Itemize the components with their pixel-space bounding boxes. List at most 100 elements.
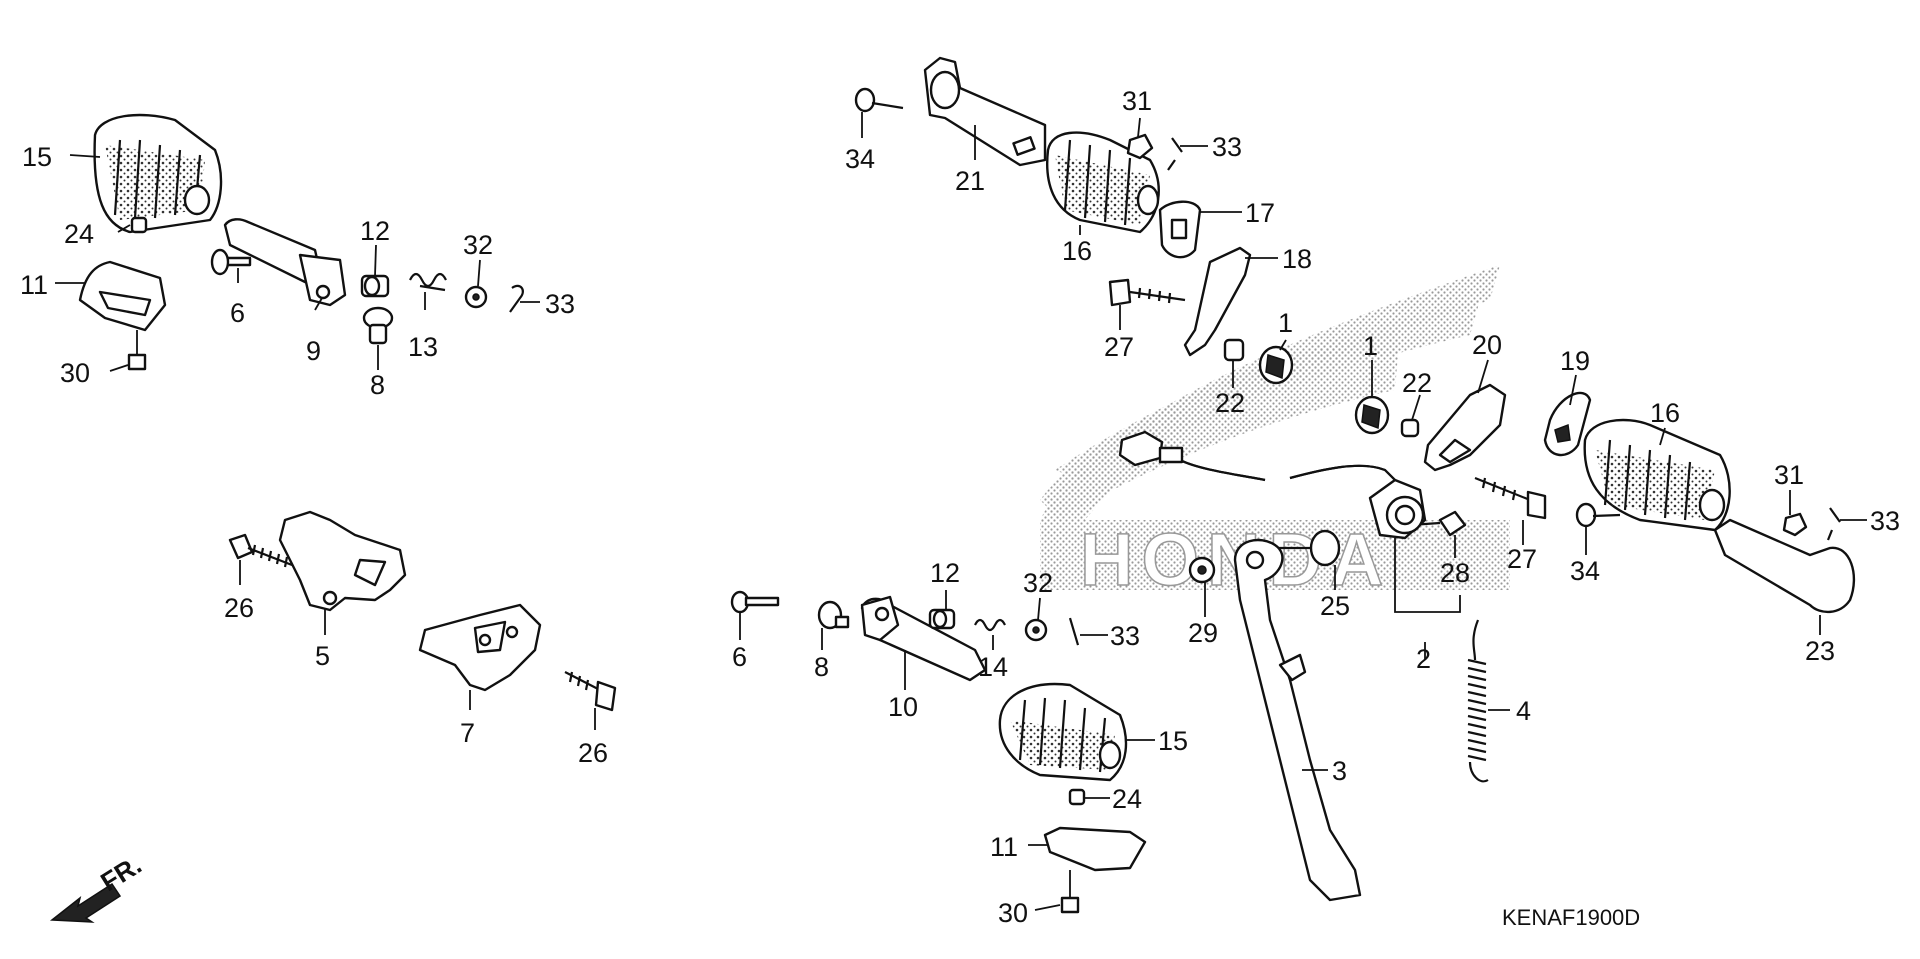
callout-1: 1	[1278, 308, 1293, 338]
callout-16: 16	[1062, 236, 1092, 266]
callout-26: 26	[224, 593, 254, 623]
flange-bolt	[228, 533, 293, 568]
peg-spring-plate	[1543, 391, 1592, 457]
callout-11: 11	[990, 832, 1018, 862]
spacer-collar	[928, 608, 956, 630]
side-stand	[1233, 538, 1362, 902]
callout-29: 29	[1188, 618, 1218, 648]
spacer-collar	[360, 274, 390, 298]
flange-bolt	[1108, 278, 1186, 307]
nut	[1782, 512, 1808, 537]
watermark-text: HONDA	[1080, 518, 1391, 601]
callout-32: 32	[463, 230, 493, 260]
cotter-pin	[1167, 137, 1183, 171]
peg-arm	[860, 595, 987, 682]
passenger-peg-rubber	[1583, 418, 1731, 532]
callout-28: 28	[1440, 558, 1470, 588]
passenger-peg-rubber	[1046, 131, 1160, 234]
callout-8: 8	[370, 370, 385, 400]
collar	[1223, 338, 1245, 362]
rubber-grommet	[1258, 345, 1294, 385]
honda-wing-watermark	[1040, 265, 1510, 590]
callout-9: 9	[306, 336, 321, 366]
callout-5: 5	[315, 641, 330, 671]
callout-16: 16	[1650, 398, 1680, 428]
callout-12: 12	[360, 216, 390, 246]
clevis-pin	[854, 87, 904, 113]
flange-bolt	[564, 671, 617, 712]
callout-15: 15	[1158, 726, 1188, 756]
callout-22: 22	[1215, 388, 1245, 418]
callout-24: 24	[1112, 784, 1142, 814]
callout-13: 13	[408, 332, 438, 362]
callout-31: 31	[1774, 460, 1804, 490]
pivot-pin	[730, 590, 780, 614]
passenger-peg-arm	[923, 56, 1047, 167]
callout-17: 17	[1245, 198, 1275, 228]
bolt-icon	[1060, 870, 1080, 914]
callout-4: 4	[1516, 696, 1531, 726]
callout-14: 14	[978, 652, 1008, 682]
switch-harness	[1118, 430, 1396, 482]
flange-bolt	[1474, 476, 1547, 520]
callout-6: 6	[732, 642, 747, 672]
nut	[1126, 133, 1154, 160]
callout-7: 7	[460, 718, 475, 748]
stand-switch-bracket	[1423, 383, 1507, 472]
callout-27: 27	[1104, 332, 1134, 362]
pivot-pin	[210, 248, 252, 276]
rubber-grommet	[1354, 395, 1390, 435]
callout-labels: 15 24 11 30 6 9 12 8 13 32 33 26 5 7 26 …	[20, 86, 1900, 928]
left-rider-peg-group	[78, 113, 617, 712]
callout-33: 33	[545, 289, 575, 319]
harness-bracket	[1183, 246, 1252, 357]
ball-stud	[817, 600, 850, 630]
return-spring	[974, 618, 1006, 632]
cotter-pin	[1068, 617, 1080, 646]
callout-11: 11	[20, 270, 48, 300]
diagram-code: KENAF1900D	[1502, 905, 1640, 930]
passenger-peg-group	[854, 56, 1294, 385]
ball-stud	[362, 306, 394, 345]
callout-3: 3	[1332, 756, 1347, 786]
callout-19: 19	[1560, 346, 1590, 376]
peg-cover-plate	[1043, 826, 1147, 872]
callout-30: 30	[60, 358, 90, 388]
callout-34: 34	[1570, 556, 1600, 586]
cotter-pin	[1826, 507, 1841, 541]
footpeg-rubber	[998, 682, 1128, 782]
rubber-mount-bolt	[130, 216, 148, 234]
footpeg-rubber	[93, 113, 223, 234]
clevis-pin	[1575, 502, 1621, 528]
bolt-icon	[127, 330, 147, 371]
collar	[1400, 418, 1420, 438]
callout-2: 2	[1416, 644, 1431, 674]
peg-spring-plate	[1158, 200, 1202, 259]
callout-21: 21	[955, 166, 985, 196]
callout-31: 31	[1122, 86, 1152, 116]
callout-33: 33	[1870, 506, 1900, 536]
callout-12: 12	[930, 558, 960, 588]
callout-15: 15	[22, 142, 52, 172]
callout-24: 24	[64, 219, 94, 249]
callout-1: 1	[1363, 331, 1378, 361]
leader-lines	[55, 112, 1867, 911]
callout-10: 10	[888, 692, 918, 722]
callout-27: 27	[1507, 544, 1537, 574]
passenger-peg-arm	[1713, 518, 1856, 614]
stand-spring	[1467, 619, 1489, 783]
callout-20: 20	[1472, 330, 1502, 360]
callout-26: 26	[578, 738, 608, 768]
upper-mount-bracket	[278, 510, 407, 612]
callout-6: 6	[230, 298, 245, 328]
callout-18: 18	[1282, 244, 1312, 274]
return-spring	[409, 272, 447, 292]
callout-22: 22	[1402, 368, 1432, 398]
callout-32: 32	[1023, 568, 1053, 598]
lower-rider-peg-group	[730, 590, 1147, 914]
lower-mount-bracket	[418, 603, 542, 692]
callout-8: 8	[814, 652, 829, 682]
callout-33: 33	[1212, 132, 1242, 162]
callout-33: 33	[1110, 621, 1140, 651]
